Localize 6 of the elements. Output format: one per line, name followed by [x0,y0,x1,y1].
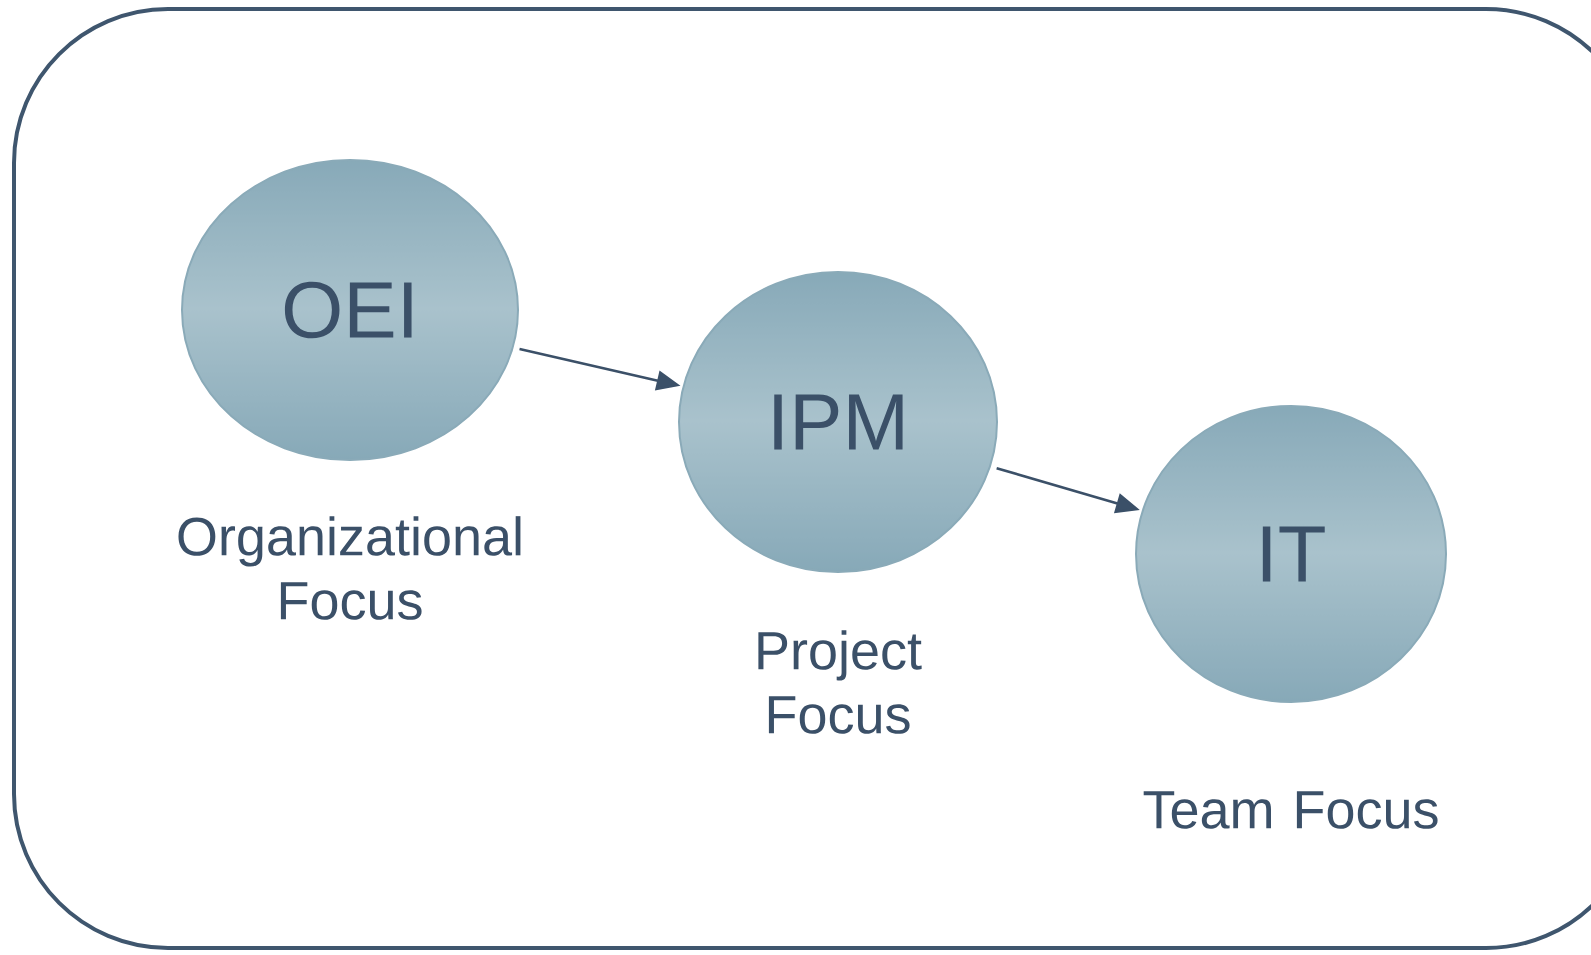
node-caption: Project Focus [758,630,922,734]
ellipse-node: IT [1135,405,1447,703]
ellipse-node: IPM [678,271,998,573]
node-caption: Team Focus [1143,791,1438,829]
ellipse-node: OEI [181,159,519,461]
node-caption: Organizational Focus [178,516,521,620]
